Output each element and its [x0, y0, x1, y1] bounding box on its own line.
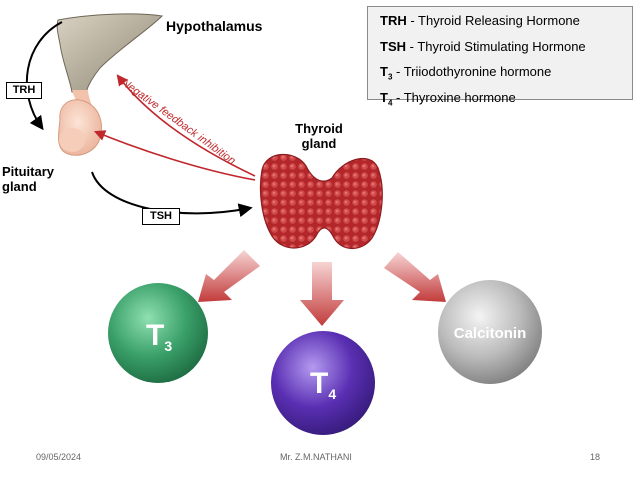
tsh-box: TSH	[142, 208, 180, 225]
trh-arrow	[25, 21, 63, 131]
legend-box: TRH - Thyroid Releasing Hormone TSH - Th…	[367, 6, 633, 107]
trh-box: TRH	[6, 82, 42, 99]
feedback-arrow-hypothalamus	[116, 74, 256, 177]
hypothalamus-label: Hypothalamus	[166, 18, 263, 34]
hypothalamus-shape	[56, 13, 164, 93]
footer-page-number: 18	[590, 452, 601, 462]
arrow-to-t3	[198, 250, 260, 302]
arrow-to-calcitonin	[384, 252, 446, 302]
feedback-label: Negative feedback inhibition	[119, 77, 237, 168]
t4-sphere	[271, 331, 375, 435]
calcitonin-sphere	[438, 280, 542, 384]
pituitary-label: Pituitary gland	[2, 164, 55, 194]
thyroid-label: Thyroid gland	[295, 121, 343, 151]
legend-item: T3 - Triiodothyronine hormone	[380, 64, 552, 82]
footer-author: Mr. Z.M.NATHANI	[280, 452, 352, 462]
thyroid-shape	[259, 153, 383, 250]
legend-item: T4 - Thyroxine hormone	[380, 89, 516, 108]
t4-label: T4	[310, 367, 336, 402]
legend-item: TSH - Thyroid Stimulating Hormone	[380, 38, 586, 54]
calcitonin-label: Calcitonin	[454, 325, 527, 342]
feedback-arrow-pituitary	[93, 130, 256, 181]
footer-date: 09/05/2024	[36, 452, 82, 462]
t3-label: T3	[146, 319, 172, 354]
legend-item: TRH - Thyroid Releasing Hormone	[380, 13, 580, 28]
pituitary-lobe	[59, 128, 85, 152]
arrow-to-t4	[300, 262, 344, 326]
t3-sphere	[108, 283, 208, 383]
